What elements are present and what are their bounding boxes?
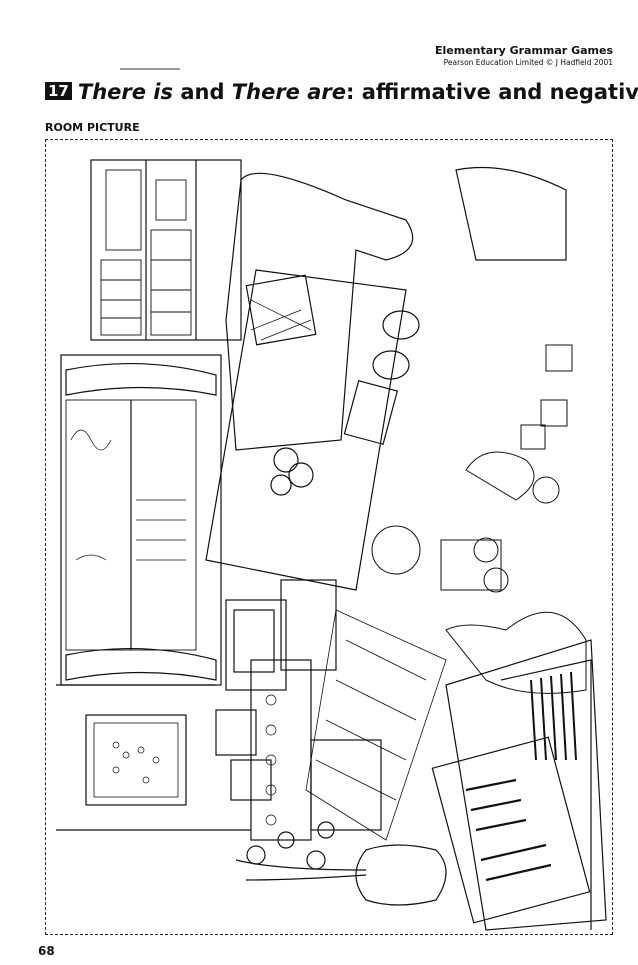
rug (305, 609, 447, 841)
vase-with-flowers (235, 821, 447, 906)
piano (431, 639, 607, 931)
title-part: : affirmative and negative (346, 80, 638, 104)
wall-pictures (85, 709, 272, 806)
plant (270, 447, 314, 496)
toys (371, 344, 587, 694)
title-part: There are (231, 80, 346, 104)
page-number: 68 (38, 944, 55, 958)
room-picture-frame (45, 139, 613, 935)
scan-smudge (120, 68, 180, 70)
room-illustration (56, 159, 607, 931)
page-title: 17 There is and There are: affirmative an… (45, 80, 638, 104)
bookshelf (90, 159, 242, 341)
sofa (225, 166, 567, 451)
section-label: ROOM PICTURE (45, 121, 140, 134)
book-title: Elementary Grammar Games (434, 44, 613, 57)
publisher-line: Pearson Education Limited © J Hadfield 2… (443, 58, 613, 67)
fireplace (250, 659, 382, 841)
coffee-table (205, 269, 420, 591)
activity-number: 17 (45, 82, 72, 100)
window (60, 354, 222, 686)
television (225, 579, 337, 691)
title-part: and (173, 80, 232, 104)
title-part: There is (77, 80, 174, 104)
